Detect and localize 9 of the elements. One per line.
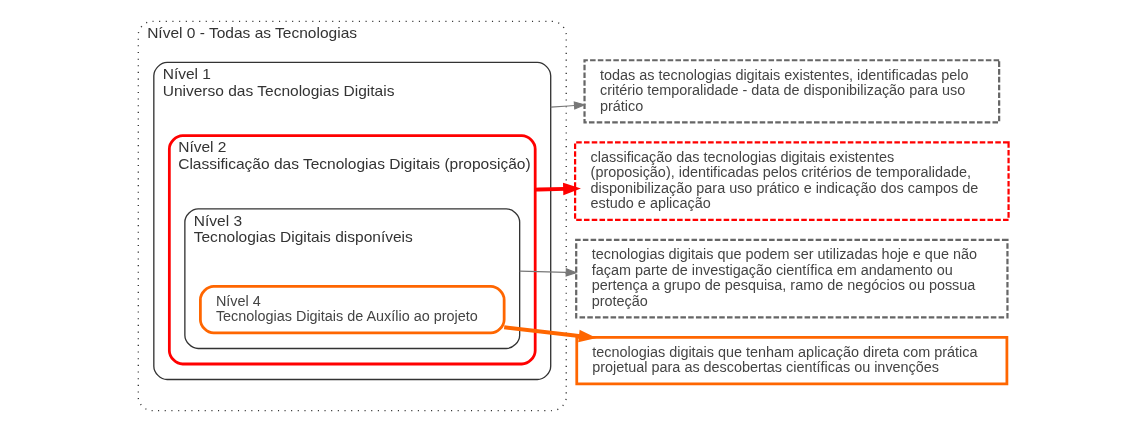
- node-box: classificação das tecnologias digitais existentes (proposição), identificadas pelos critérios de temporalidade, disponibilização para uso prático e indicação dos campos de estudo e aplicação: [573, 141, 1010, 221]
- arrow: [503, 325, 597, 343]
- node-box: Nível 4 Tecnologias Digitais de Auxílio ao projeto: [198, 285, 506, 335]
- node-box: tecnologias digitais que tenham aplicação direta com prática projetual para as descobertas científicas ou invenções: [574, 336, 1008, 386]
- node-box: todas as tecnologias digitais existentes, identificadas pelo critério temporalidade - data de disponibilização para uso prático: [582, 59, 1000, 124]
- arrow: [518, 268, 578, 277]
- arrow: [534, 182, 581, 196]
- arrow: [549, 101, 586, 110]
- node-box: tecnologias digitais que podem ser utilizadas hoje e que não façam parte de investigação científica em andamento ou pertença a grupo de pesquisa, ramo de negócios ou possua proteção: [574, 238, 1009, 319]
